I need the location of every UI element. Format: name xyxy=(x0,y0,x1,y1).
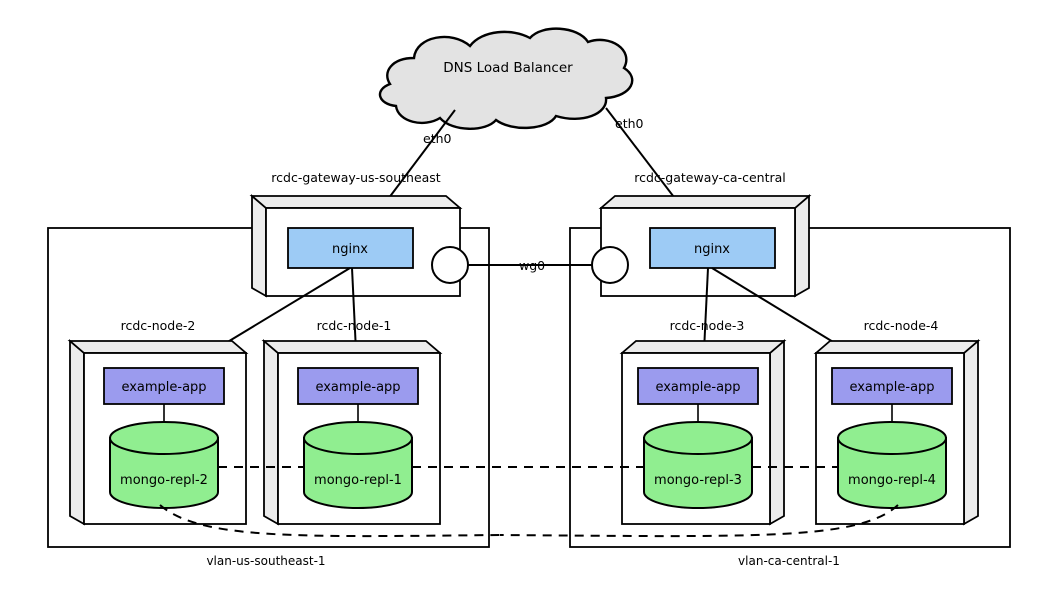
node-4-app-box[interactable] xyxy=(831,367,953,405)
node-2-db-label: mongo-repl-2 xyxy=(120,473,208,488)
node-rcdc-node-4[interactable]: rcdc-node-4 example-app mongo-repl-4 xyxy=(813,318,981,526)
node-rcdc-node-2[interactable]: rcdc-node-2 example-app mongo-repl-2 xyxy=(67,318,249,526)
node-4-db-label: mongo-repl-4 xyxy=(848,473,936,488)
node-3-label: rcdc-node-3 xyxy=(670,318,745,333)
wg-interface-circle-right[interactable] xyxy=(591,246,629,284)
node-4-db-cylinder[interactable] xyxy=(837,421,947,509)
dns-load-balancer-cloud: DNS Load Balancer xyxy=(378,27,634,130)
node-rcdc-node-3[interactable]: rcdc-node-3 example-app mongo-repl-3 xyxy=(619,318,787,526)
node-3-db-cylinder[interactable] xyxy=(643,421,753,509)
link-label-eth0-right: eth0 xyxy=(615,116,644,131)
node-2-db-cylinder[interactable] xyxy=(109,421,219,509)
node-3-app-label: example-app xyxy=(655,380,740,395)
link-label-eth0-left: eth0 xyxy=(423,131,452,146)
replication-link-curve-right xyxy=(499,504,899,538)
node-2-app-label: example-app xyxy=(121,380,206,395)
gateway-right-label: rcdc-gateway-ca-central xyxy=(634,170,786,185)
node-1-app-label: example-app xyxy=(315,380,400,395)
replication-link-curve-left xyxy=(159,504,501,538)
gateway-right-nginx-label: nginx xyxy=(694,242,730,257)
node-3-app-box[interactable] xyxy=(637,367,759,405)
cloud-label: DNS Load Balancer xyxy=(443,60,573,76)
gateway-left-label: rcdc-gateway-us-southeast xyxy=(271,170,441,185)
link-label-wg0: wg0 xyxy=(519,258,545,273)
gateway-right[interactable]: rcdc-gateway-ca-central nginx xyxy=(598,170,812,298)
node-4-label: rcdc-node-4 xyxy=(864,318,939,333)
node-3-db-label: mongo-repl-3 xyxy=(654,473,742,488)
node-2-label: rcdc-node-2 xyxy=(121,318,196,333)
node-1-label: rcdc-node-1 xyxy=(317,318,392,333)
node-1-db-cylinder[interactable] xyxy=(303,421,413,509)
node-rcdc-node-1[interactable]: rcdc-node-1 example-app mongo-repl-1 xyxy=(261,318,443,526)
gateway-left-nginx-box[interactable] xyxy=(287,227,414,269)
vlan-left-label: vlan-us-southeast-1 xyxy=(206,554,325,568)
gateway-left[interactable]: rcdc-gateway-us-southeast nginx xyxy=(249,170,463,298)
vlan-right-label: vlan-ca-central-1 xyxy=(738,554,840,568)
wg-interface-circle-left[interactable] xyxy=(431,246,469,284)
node-2-app-box[interactable] xyxy=(103,367,225,405)
node-1-db-label: mongo-repl-1 xyxy=(314,473,402,488)
gateway-left-nginx-label: nginx xyxy=(332,242,368,257)
node-4-app-label: example-app xyxy=(849,380,934,395)
